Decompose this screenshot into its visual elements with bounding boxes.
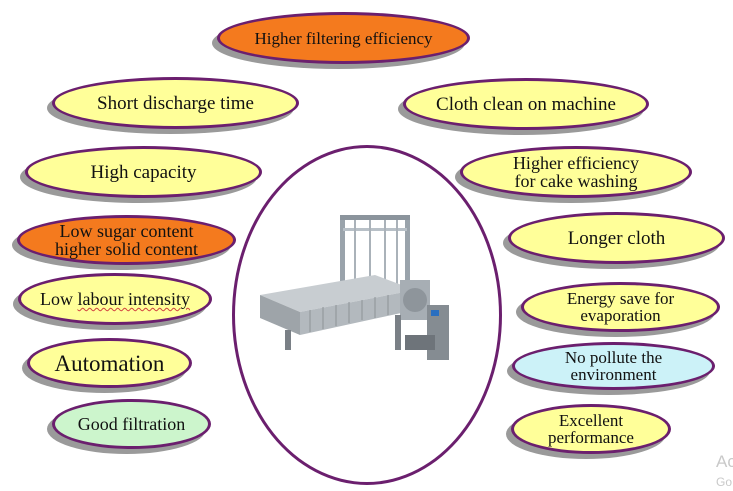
feature-higher-filtering-efficiency: Higher filtering efficiency [217,12,470,64]
filter-press-image [260,215,449,360]
feature-longer-cloth: Longer cloth [508,212,725,264]
feature-automation: Automation [27,338,192,388]
feature-cloth-clean-on-machine: Cloth clean on machine [403,78,649,130]
feature-energy-save: Energy save for evaporation [521,282,720,332]
feature-no-pollute: No pollute the environment [512,342,715,390]
feature-cake-washing: Higher efficiency for cake washing [460,146,692,198]
feature-low-labour-intensity: Low labour intensity [18,273,212,325]
feature-high-capacity: High capacity [25,146,262,198]
feature-low-sugar-content: Low sugar content higher solid content [17,215,236,265]
watermark-line2: Go [716,475,733,489]
feature-short-discharge-time: Short discharge time [52,77,299,129]
feature-good-filtration: Good filtration [52,399,211,449]
feature-excellent-performance: Excellent performance [511,404,671,454]
watermark-line1: Ac [716,452,733,471]
